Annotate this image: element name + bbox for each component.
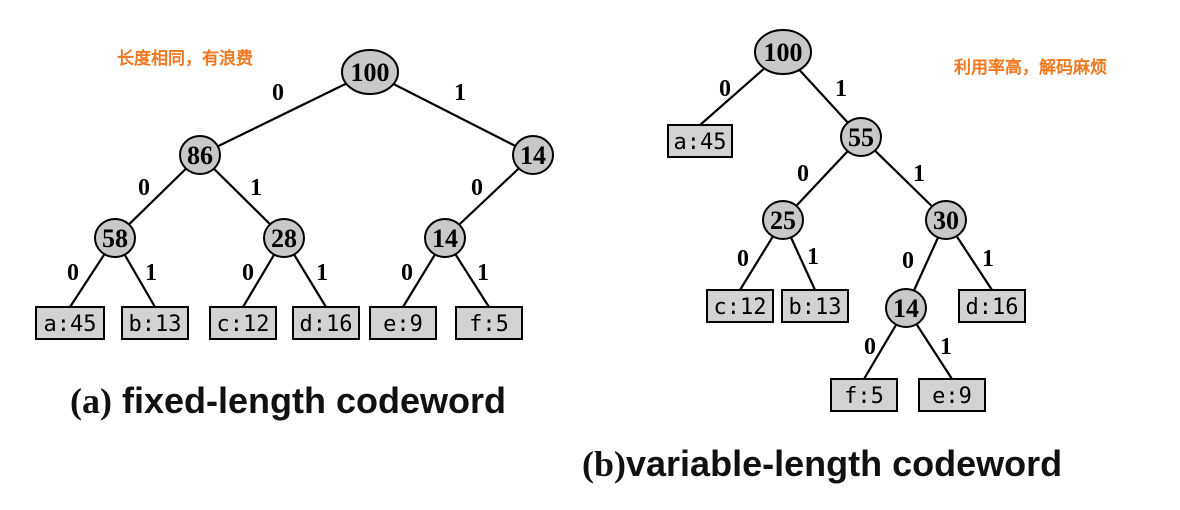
- leaf-node-label: b:13: [129, 312, 182, 337]
- caption-a-text: fixed-length codeword: [111, 380, 506, 421]
- edge-bit-label: 1: [807, 244, 819, 270]
- leaf-node-f: [830, 378, 898, 412]
- edge-100-to-86: [199, 71, 371, 156]
- internal-node-label: 86: [187, 141, 213, 170]
- leaf-node-d: [292, 306, 360, 340]
- edge-bit-label: 1: [982, 246, 994, 272]
- internal-node-label: 100: [764, 38, 803, 67]
- edge-bit-label: 0: [797, 161, 809, 187]
- leaf-node-label: c:12: [714, 295, 767, 320]
- caption-variable-length: (b)variable-length codeword: [582, 443, 1062, 485]
- edge-bit-label: 1: [940, 334, 952, 360]
- leaf-node-label: a:45: [44, 312, 97, 337]
- leaf-node-label: e:9: [932, 384, 972, 409]
- leaf-node-label: e:9: [383, 312, 423, 337]
- internal-node-30: [925, 200, 967, 240]
- edge-bit-label: 1: [477, 260, 489, 286]
- internal-node-label: 30: [933, 206, 959, 235]
- internal-node-14: [885, 288, 927, 328]
- leaf-node-label: a:45: [674, 130, 727, 155]
- internal-node-55: [840, 117, 882, 157]
- internal-node-100: [754, 29, 812, 75]
- leaf-node-c: [209, 306, 277, 340]
- internal-node-label: 14: [432, 224, 458, 253]
- note-fixed-length: 长度相同，有浪费: [117, 49, 253, 69]
- edge-bit-label: 0: [864, 334, 876, 360]
- internal-node-86: [179, 135, 221, 175]
- internal-node-14: [512, 135, 554, 175]
- edge-bit-label: 0: [401, 260, 413, 286]
- leaf-node-c: [706, 289, 774, 323]
- leaf-node-label: f:5: [844, 384, 884, 409]
- leaf-node-label: c:12: [217, 312, 270, 337]
- caption-a-prefix: (a): [70, 381, 112, 421]
- edge-bit-label: 0: [471, 175, 483, 201]
- internal-node-label: 100: [351, 58, 390, 87]
- edge-bit-label: 0: [242, 260, 254, 286]
- internal-node-100: [341, 49, 399, 95]
- leaf-node-label: b:13: [789, 295, 842, 320]
- leaf-node-f: [455, 306, 523, 340]
- edge-bit-label: 0: [902, 248, 914, 274]
- internal-node-label: 14: [893, 294, 919, 323]
- edge-100-to-14: [369, 71, 534, 156]
- edge-bit-label: 1: [316, 260, 328, 286]
- leaf-node-label: d:16: [966, 295, 1019, 320]
- leaf-node-e: [369, 306, 437, 340]
- internal-node-label: 58: [102, 224, 128, 253]
- leaf-node-d: [958, 289, 1026, 323]
- caption-b-text: variable-length codeword: [626, 443, 1063, 484]
- internal-node-label: 28: [271, 224, 297, 253]
- leaf-node-label: d:16: [300, 312, 353, 337]
- internal-node-58: [94, 218, 136, 258]
- leaf-node-label: f:5: [469, 312, 509, 337]
- internal-node-label: 25: [770, 206, 796, 235]
- edge-bit-label: 0: [737, 246, 749, 272]
- edge-bit-label: 0: [67, 260, 79, 286]
- internal-node-14: [424, 218, 466, 258]
- caption-fixed-length: (a) fixed-length codeword: [70, 380, 506, 422]
- internal-node-label: 55: [848, 123, 874, 152]
- note-variable-length: 利用率高，解码麻烦: [954, 58, 1107, 78]
- internal-node-25: [762, 200, 804, 240]
- edge-bit-label: 1: [250, 175, 262, 201]
- leaf-node-e: [918, 378, 986, 412]
- leaf-node-a: [667, 124, 733, 158]
- edge-bit-label: 0: [719, 76, 731, 102]
- edge-bit-label: 1: [145, 260, 157, 286]
- leaf-node-b: [781, 289, 849, 323]
- internal-node-label: 14: [520, 141, 546, 170]
- caption-b-prefix: (b): [582, 444, 626, 484]
- leaf-node-b: [121, 306, 189, 340]
- edge-bit-label: 0: [138, 175, 150, 201]
- internal-node-28: [263, 218, 305, 258]
- edge-bit-label: 1: [835, 76, 847, 102]
- edge-bit-label: 1: [913, 161, 925, 187]
- leaf-node-a: [35, 306, 105, 340]
- edge-bit-label: 0: [272, 80, 284, 106]
- edge-bit-label: 1: [454, 80, 466, 106]
